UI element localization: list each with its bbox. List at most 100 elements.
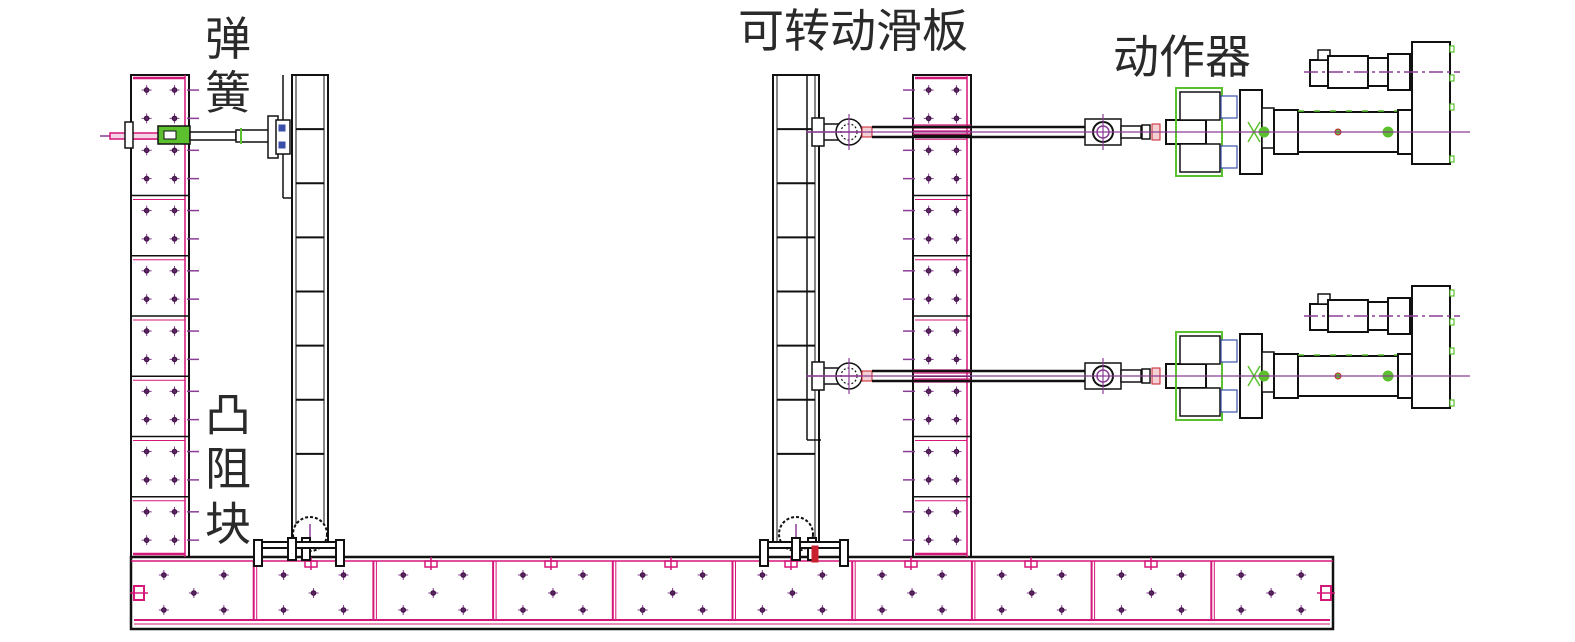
bolt-hole-icon (787, 588, 798, 598)
mounting-flange (1411, 41, 1451, 165)
bolt-hole-icon (169, 113, 180, 124)
bolt-hole-icon (951, 354, 962, 365)
column-panel (131, 134, 199, 184)
mount-tab-icon (1024, 557, 1038, 570)
end-clamp-icon (1317, 585, 1335, 601)
bolt-hole-icon (169, 506, 180, 517)
bolt-hole-icon (398, 605, 409, 615)
bolt-hole-icon (577, 605, 588, 615)
bolt-hole-icon (458, 605, 469, 615)
bolt-hole-icon (951, 414, 962, 425)
bolt-hole-icon (907, 588, 918, 598)
bolt-hole-icon (817, 570, 828, 580)
label-rotating-slide: 可转动滑板 (738, 4, 968, 58)
bolt-hole-icon (923, 294, 934, 305)
bolt-hole-icon (141, 474, 152, 485)
bolt-hole-icon (141, 446, 152, 457)
bolt-hole-icon (169, 474, 180, 485)
bolt-hole-icon (1026, 588, 1037, 598)
bolt-hole-icon (169, 354, 180, 365)
bolt-hole-icon (1236, 570, 1247, 580)
bolt-hole-icon (1236, 605, 1247, 615)
bolt-hole-icon (458, 570, 469, 580)
column-panel (903, 315, 971, 365)
label-convex-block-char-2: 阻 (205, 442, 251, 497)
column-panel (131, 255, 199, 305)
bolt-hole-icon (169, 233, 180, 244)
base-beam (129, 555, 1335, 631)
bolt-hole-icon (923, 446, 934, 457)
mount-tab-icon (424, 557, 438, 570)
bolt-hole-icon (923, 474, 934, 485)
bolt-hole-icon (278, 570, 289, 580)
bolt-hole-icon (1296, 570, 1307, 580)
bolt-hole-icon (169, 446, 180, 457)
bolt-hole-icon (757, 570, 768, 580)
left-rotating-frame (291, 74, 329, 552)
bolt-hole-icon (923, 233, 934, 244)
column-panel (131, 194, 199, 244)
bolt-hole-icon (141, 535, 152, 546)
mount-tab-icon (664, 557, 678, 570)
bolt-hole-icon (517, 605, 528, 615)
bolt-hole-icon (141, 386, 152, 397)
bolt-hole-icon (1176, 605, 1187, 615)
base-segment (1090, 561, 1187, 620)
motor-icon (1309, 303, 1329, 331)
stop-marker (811, 545, 819, 563)
bolt-hole-icon (951, 506, 962, 517)
bolt-hole-icon (141, 233, 152, 244)
bolt-hole-icon (817, 605, 828, 615)
bolt-hole-icon (697, 570, 708, 580)
actuator-assembly-1 (806, 41, 1470, 177)
bolt-hole-icon (141, 354, 152, 365)
label-spring-char-2: 簧 (205, 66, 251, 121)
bolt-hole-icon (923, 386, 934, 397)
label-spring: 弹 簧 (205, 12, 255, 121)
bolt-hole-icon (141, 173, 152, 184)
column-panel (903, 134, 971, 184)
bolt-hole-icon (951, 474, 962, 485)
bolt-hole-icon (923, 326, 934, 337)
bolt-hole-icon (141, 265, 152, 276)
left-column (130, 74, 199, 558)
bolt-hole-icon (1056, 605, 1067, 615)
column-panel (131, 435, 199, 485)
bolt-hole-icon (923, 535, 934, 546)
column-panel (903, 194, 971, 244)
bolt-hole-icon (141, 113, 152, 124)
base-segment (252, 561, 349, 620)
bolt-hole-icon (169, 535, 180, 546)
bolt-hole-icon (141, 294, 152, 305)
bolt-hole-icon (278, 605, 289, 615)
bolt-hole-icon (637, 605, 648, 615)
bolt-hole-icon (1266, 588, 1277, 598)
bolt-hole-icon (398, 570, 409, 580)
bolt-hole-icon (951, 446, 962, 457)
bolt-hole-icon (169, 386, 180, 397)
bolt-hole-icon (428, 588, 439, 598)
bolt-hole-icon (169, 414, 180, 425)
actuator-assembly-2 (806, 285, 1470, 421)
base-segment (1210, 561, 1307, 620)
mount-tab-icon (544, 557, 558, 570)
bolt-hole-icon (951, 205, 962, 216)
bolt-hole-icon (877, 570, 888, 580)
convex-stop-block (287, 537, 345, 567)
bolt-hole-icon (1116, 570, 1127, 580)
bolt-hole-icon (951, 233, 962, 244)
bolt-hole-icon (951, 85, 962, 96)
bolt-hole-icon (937, 605, 948, 615)
bolt-hole-icon (188, 588, 199, 598)
base-segment (731, 561, 828, 620)
bolt-hole-icon (1056, 570, 1067, 580)
bolt-hole-icon (1176, 570, 1187, 580)
bolt-hole-icon (923, 173, 934, 184)
bolt-hole-icon (1146, 588, 1157, 598)
bolt-hole-icon (517, 570, 528, 580)
column-panel (141, 85, 199, 124)
column-panel (131, 375, 199, 425)
label-convex-block-char-1: 凸 (205, 388, 251, 442)
right-column (903, 74, 972, 558)
end-clamp-icon (130, 585, 148, 601)
